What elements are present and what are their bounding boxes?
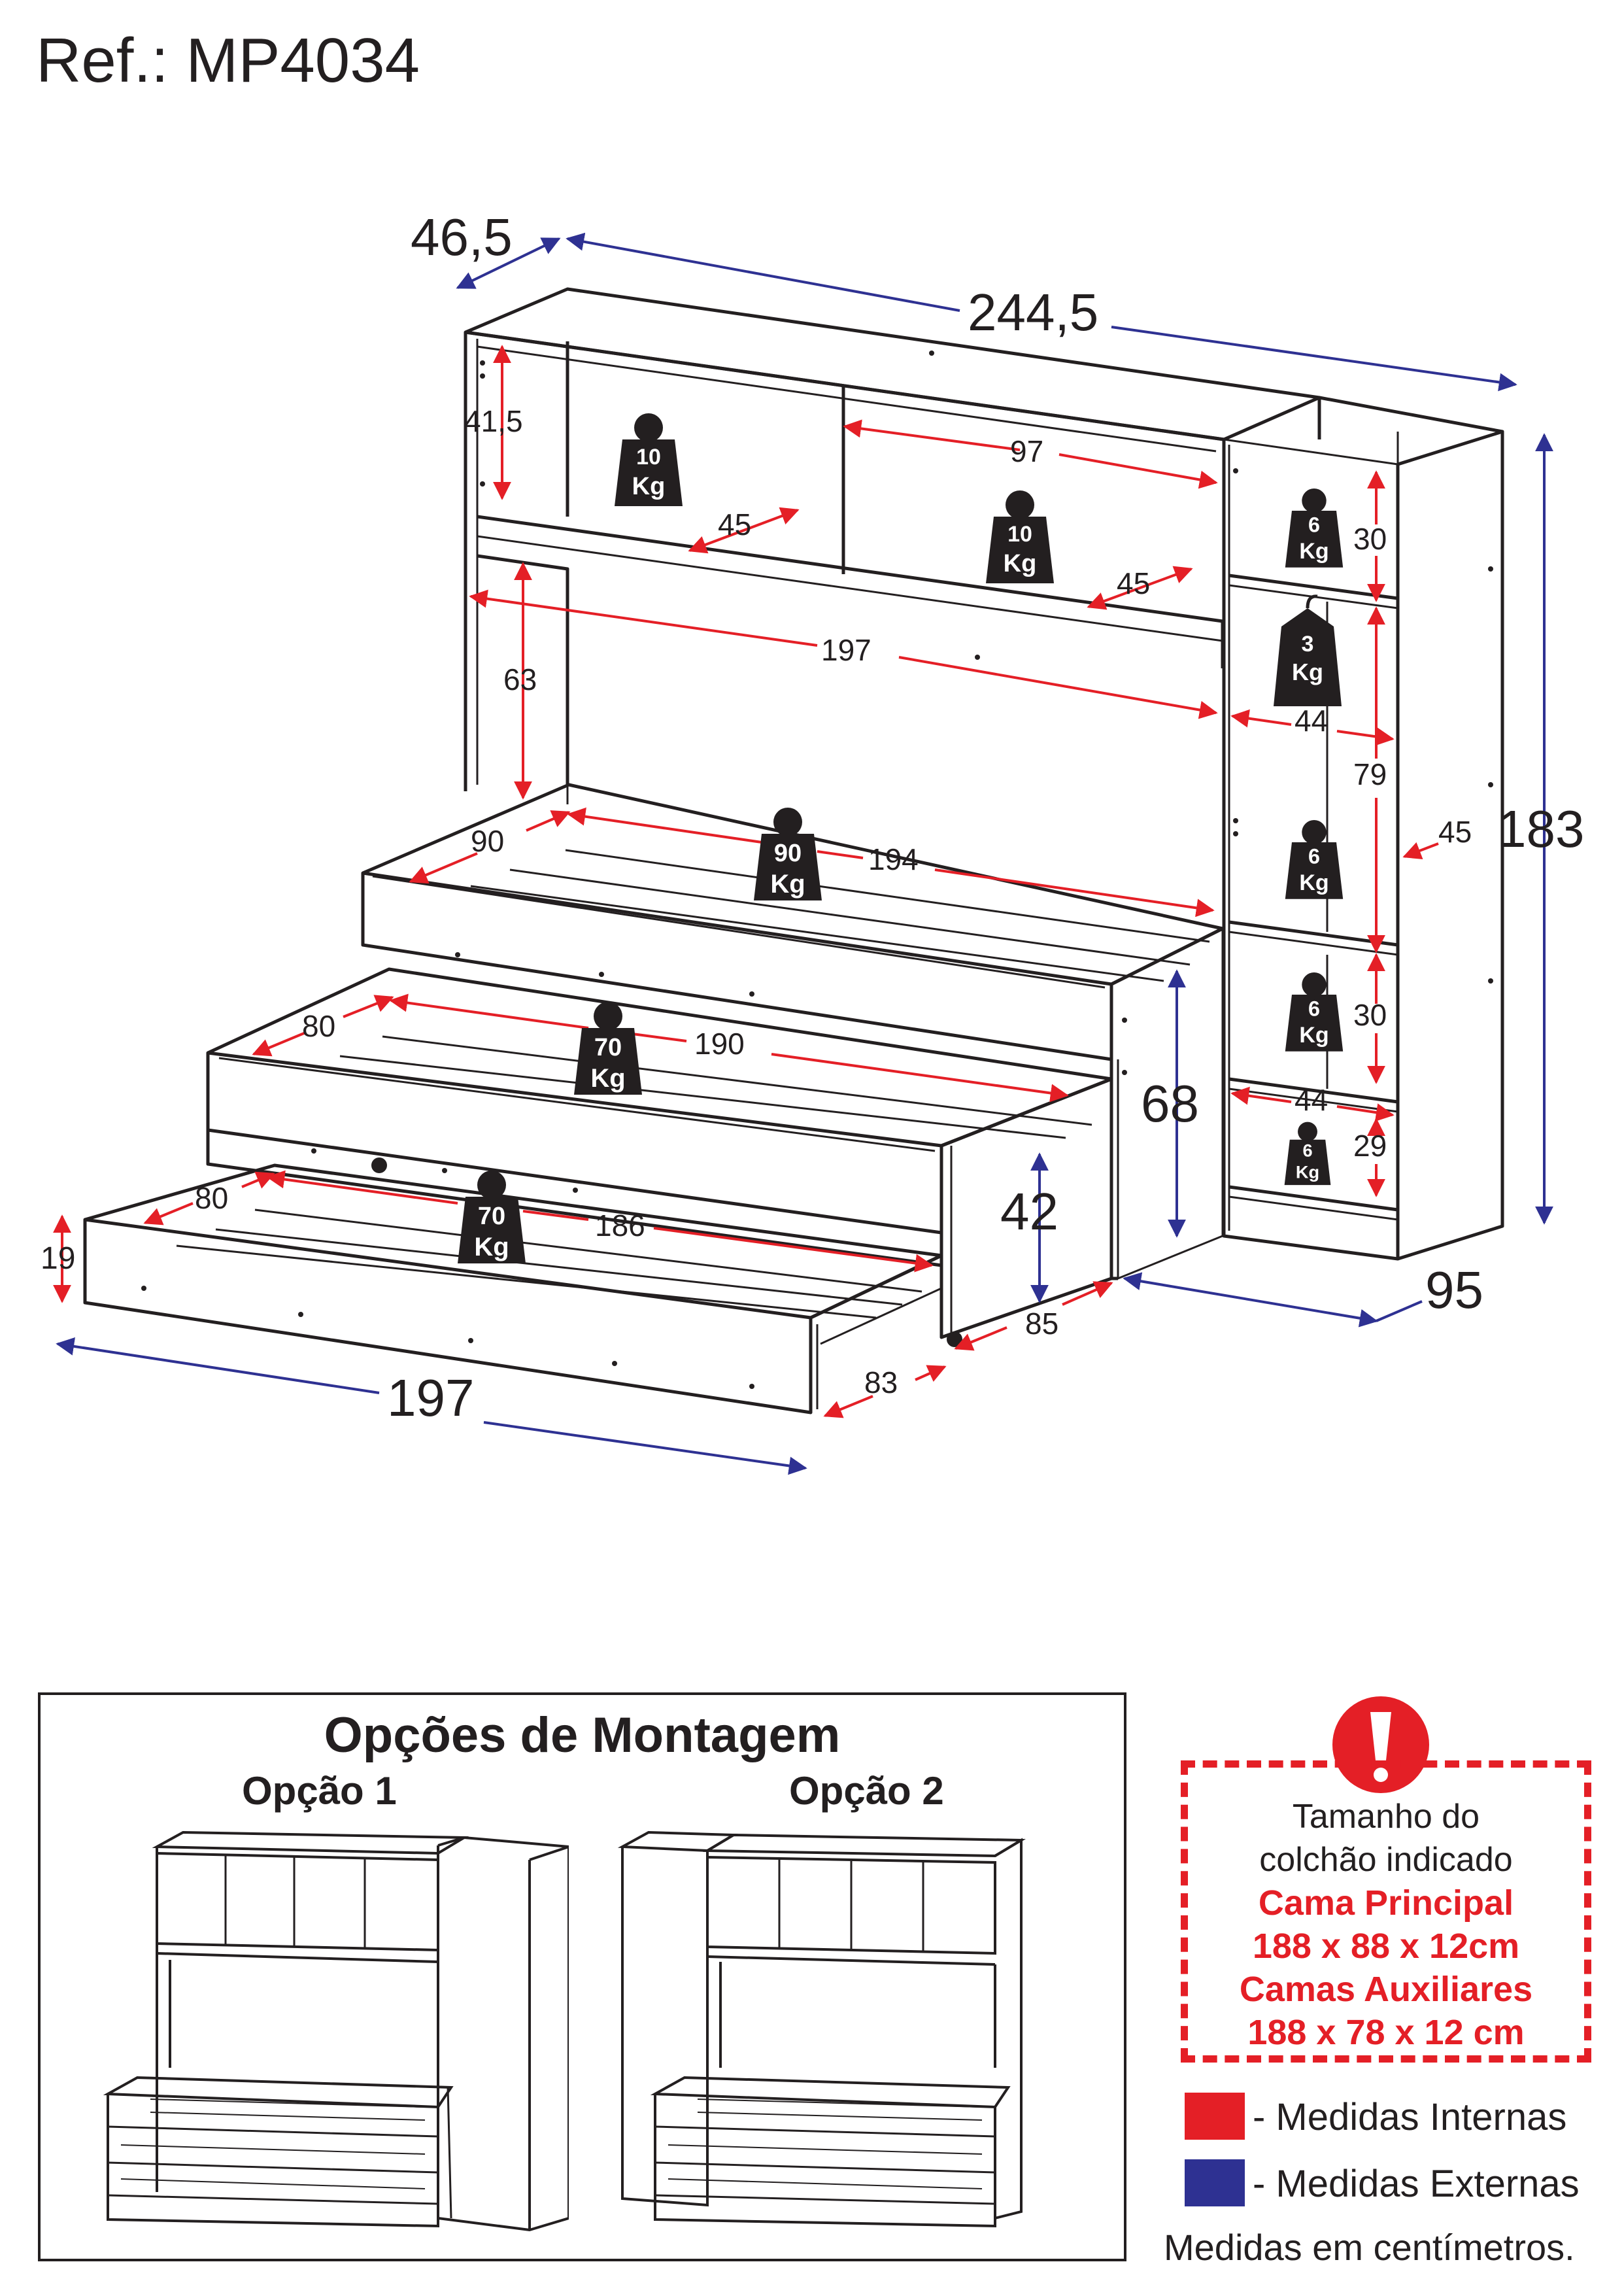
- weight-aux-bed: 70 Kg: [574, 1002, 642, 1095]
- dim-trundle-d: 80: [195, 1181, 228, 1215]
- svg-text:Kg: Kg: [1296, 1161, 1319, 1182]
- dim-aux-bed-d: 80: [302, 1009, 335, 1043]
- reference-title: Ref.: MP4034: [36, 26, 420, 95]
- weight-shelf-right: 10 Kg: [986, 490, 1054, 583]
- svg-text:Kg: Kg: [1299, 870, 1328, 895]
- dim-top-niche-d2: 45: [1117, 566, 1150, 600]
- exclamation-icon: [1332, 1696, 1429, 1793]
- dim-trundle-w: 186: [595, 1208, 645, 1242]
- notice-line-1: Tamanho do: [1292, 1798, 1480, 1836]
- main-bed-size: 188 x 88 x 12cm: [1252, 1927, 1520, 1966]
- aux-bed-size: 188 x 78 x 12 cm: [1247, 2013, 1525, 2052]
- internal-dimensions: [53, 345, 1439, 1418]
- dim-col-hang-h: 79: [1353, 757, 1387, 791]
- dim-space-w: 197: [821, 633, 871, 667]
- dim-trundle-ext: 83: [864, 1365, 898, 1399]
- svg-text:10: 10: [1007, 522, 1032, 547]
- dim-height-total: 183: [1497, 800, 1584, 858]
- main-bed-label: Cama Principal: [1258, 1883, 1514, 1923]
- dim-main-bed-w: 194: [868, 842, 919, 876]
- dim-bed-height: 68: [1141, 1074, 1199, 1133]
- weight-col-low: 6 Kg: [1284, 1122, 1331, 1186]
- weight-shelf-left: 10 Kg: [615, 413, 683, 506]
- svg-text:6: 6: [1308, 997, 1320, 1020]
- svg-text:90: 90: [774, 840, 802, 867]
- dim-aux-bed-w: 190: [694, 1027, 745, 1061]
- dim-space-h: 63: [503, 662, 537, 696]
- weight-trundle: 70 Kg: [458, 1171, 526, 1263]
- dim-top-niche-h: 41,5: [464, 404, 523, 438]
- dim-side-depth: 95: [1425, 1261, 1483, 1319]
- legend-external-text: - Medidas Externas: [1253, 2163, 1580, 2205]
- svg-text:Kg: Kg: [590, 1064, 625, 1093]
- dim-trundle-height: 19: [41, 1241, 75, 1276]
- option-2-drawing: [617, 1830, 1026, 2228]
- dim-col-low-h: 29: [1353, 1129, 1387, 1163]
- svg-text:Kg: Kg: [1004, 550, 1037, 577]
- dim-col-hang-w: 44: [1294, 704, 1328, 738]
- aux-bed-label: Camas Auxiliares: [1239, 1970, 1533, 2009]
- units-note: Medidas em centímetros.: [1164, 2227, 1575, 2268]
- weight-hanger: 3 Kg: [1274, 594, 1342, 706]
- internal-swatch: [1185, 2093, 1245, 2140]
- option-1-label: Opção 1: [242, 1769, 397, 1813]
- svg-text:6: 6: [1302, 1140, 1312, 1161]
- svg-text:6: 6: [1308, 513, 1320, 536]
- dim-col-depth: 45: [1438, 815, 1472, 849]
- external-swatch: [1185, 2159, 1245, 2206]
- external-dimensions: [56, 232, 1553, 1475]
- legend-internal-text: - Medidas Internas: [1253, 2096, 1567, 2138]
- svg-text:70: 70: [478, 1203, 505, 1230]
- notice-line-2: colchão indicado: [1259, 1841, 1513, 1879]
- dim-aux-ext: 85: [1025, 1307, 1058, 1341]
- furniture-diagram: 10 Kg 10 Kg 6 Kg 3 Kg 6 Kg 6 Kg 6 Kg 90 …: [41, 208, 1584, 1475]
- option-1-drawing: [103, 1830, 569, 2232]
- option-2-label: Opção 2: [789, 1769, 944, 1813]
- svg-text:Kg: Kg: [632, 473, 666, 500]
- assembly-options-panel: Opções de Montagem Opção 1 Opção 2: [38, 1692, 1126, 2261]
- dim-top-niche-w: 97: [1010, 434, 1043, 468]
- dim-col-mid-h: 30: [1353, 998, 1387, 1032]
- weight-col-top: 6 Kg: [1285, 488, 1344, 568]
- dim-col-top-h: 30: [1353, 522, 1387, 556]
- svg-text:10: 10: [636, 445, 661, 470]
- svg-text:Kg: Kg: [474, 1233, 509, 1261]
- weight-col-mid: 6 Kg: [1285, 972, 1344, 1052]
- weight-main-bed: 90 Kg: [754, 808, 822, 900]
- dim-bed-width: 197: [387, 1369, 474, 1427]
- weight-col-shelf: 6 Kg: [1285, 820, 1344, 899]
- svg-text:70: 70: [594, 1034, 622, 1061]
- svg-text:3: 3: [1302, 632, 1314, 657]
- mattress-size-notice: Tamanho do colchão indicado Cama Princip…: [1181, 1760, 1591, 2063]
- assembly-options-title: Opções de Montagem: [324, 1707, 841, 1763]
- svg-text:Kg: Kg: [1299, 1023, 1328, 1048]
- dim-width-total: 244,5: [968, 283, 1098, 341]
- dimension-labels: 46,5 244,5 183 95 68 42 19 197 41,5 97 4…: [41, 208, 1584, 1427]
- svg-text:Kg: Kg: [1299, 539, 1328, 564]
- svg-text:Kg: Kg: [770, 870, 805, 899]
- dim-top-niche-d1: 45: [718, 507, 751, 541]
- dim-col-low-w: 44: [1294, 1083, 1328, 1117]
- dim-aux-height: 42: [1000, 1182, 1058, 1241]
- dim-depth-top: 46,5: [411, 208, 513, 266]
- hanger-icon: [1274, 608, 1342, 706]
- svg-text:Kg: Kg: [1292, 659, 1323, 685]
- dim-main-bed-d: 90: [471, 824, 504, 858]
- svg-text:6: 6: [1308, 844, 1320, 868]
